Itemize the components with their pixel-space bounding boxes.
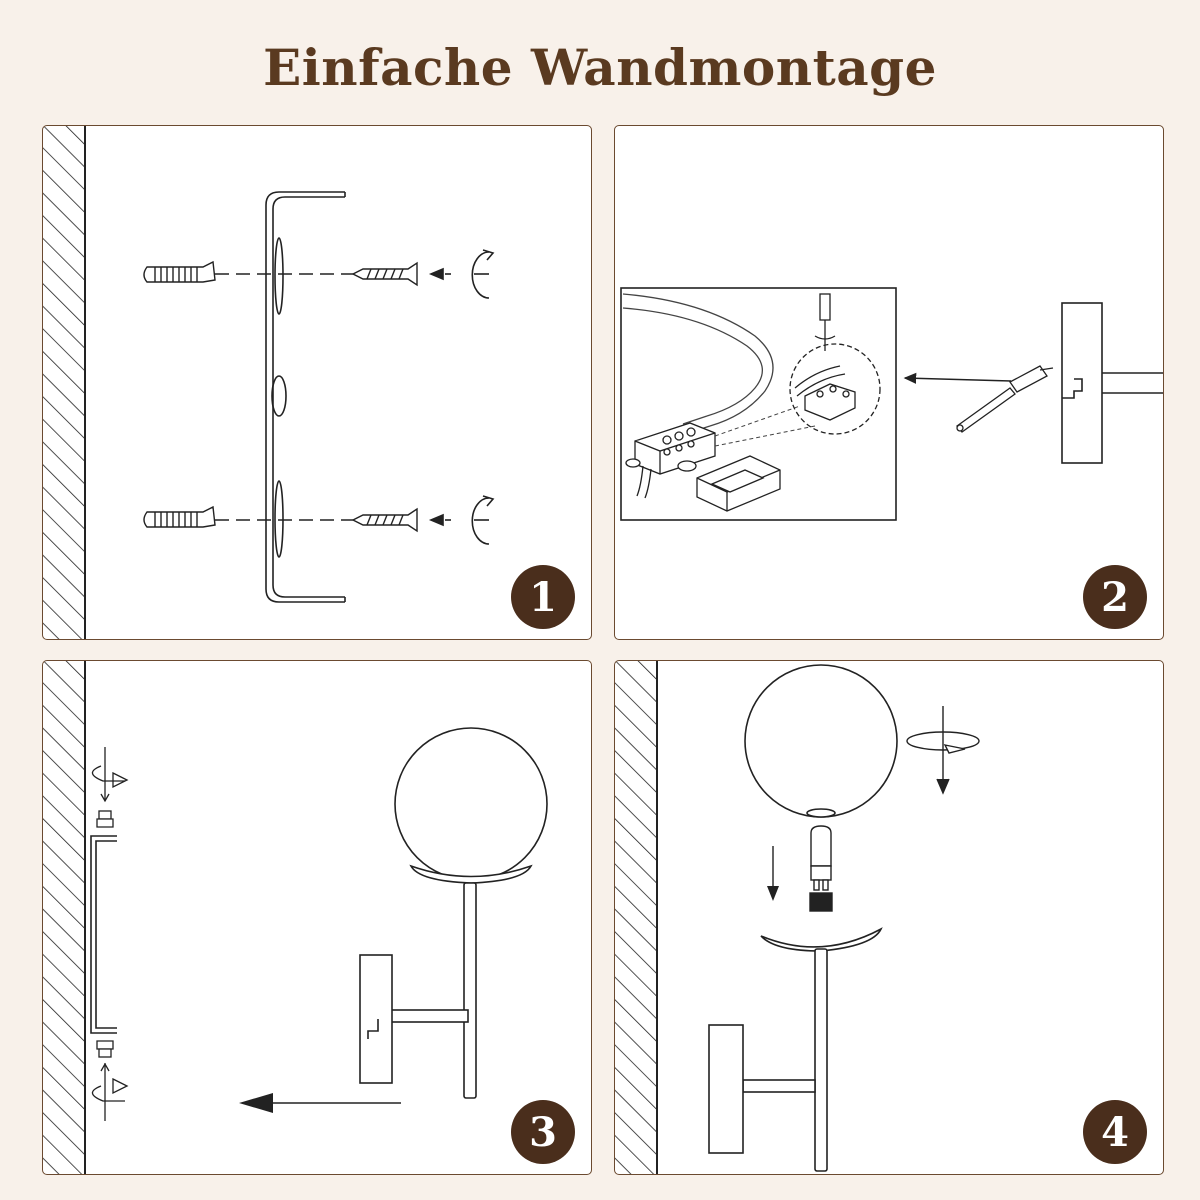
- step-3-panel: 3: [42, 660, 592, 1175]
- rotate-icon-bottom: [471, 495, 495, 545]
- bulb-and-globe-illustration: [615, 661, 980, 1174]
- push-arrow-top: [428, 267, 451, 281]
- lamp-arm: [742, 1079, 816, 1093]
- connection-arrow: [903, 372, 1012, 384]
- wall-lamp: [359, 727, 548, 1099]
- nut-bottom: [96, 1040, 114, 1058]
- step-2-panel: 2: [614, 125, 1164, 640]
- step-4-panel: 4: [614, 660, 1164, 1175]
- cable-connector: [956, 365, 1054, 433]
- rotate-icon-bottom: [91, 1062, 129, 1121]
- step-badge: 3: [511, 1100, 575, 1164]
- glass-globe: [744, 664, 898, 818]
- lamp-rod: [814, 948, 828, 1172]
- page-title: Einfache Wandmontage: [263, 38, 937, 97]
- wall-dowel-bottom: [143, 505, 216, 528]
- terminal-zoom-detail: [789, 343, 881, 435]
- step-badge: 2: [1083, 565, 1147, 629]
- step-1-panel: 1: [42, 125, 592, 640]
- lamp-wallplate: [708, 1024, 744, 1154]
- rotate-down-icon: [906, 706, 980, 795]
- insert-arrow: [767, 886, 779, 901]
- mounting-bracket: [265, 191, 346, 603]
- lamp-attach-illustration: [43, 661, 548, 1174]
- globe-holder: [409, 864, 533, 884]
- lamp-wallplate: [359, 954, 393, 1084]
- wall-hatching: [43, 126, 85, 639]
- screw-top: [351, 261, 418, 287]
- wall-dowel-top: [143, 260, 216, 283]
- nut-top: [96, 810, 114, 828]
- wall-hatching: [615, 661, 657, 1174]
- step-badge: 1: [511, 565, 575, 629]
- g9-bulb: [809, 825, 833, 912]
- wiring-illustration: [620, 287, 1163, 521]
- glass-globe: [394, 727, 548, 881]
- screw-bottom: [351, 507, 418, 533]
- lamp-arm: [390, 1009, 469, 1023]
- lamp-body: [708, 927, 883, 1172]
- attach-arrowhead: [239, 1093, 273, 1113]
- terminal-block: [625, 422, 716, 499]
- rotate-icon-top: [471, 249, 495, 299]
- bracket-mounting-illustration: [43, 126, 495, 639]
- terminal-cover: [677, 455, 781, 512]
- mounted-bracket: [90, 835, 117, 1034]
- step-badge: 4: [1083, 1100, 1147, 1164]
- lamp-rod: [463, 882, 477, 1099]
- wall-plate: [1061, 302, 1163, 464]
- screwdriver-icon: [814, 293, 836, 351]
- globe-holder: [760, 927, 883, 952]
- push-arrow-bottom: [428, 513, 451, 527]
- rotate-icon-top: [91, 747, 129, 803]
- wall-hatching: [43, 661, 85, 1174]
